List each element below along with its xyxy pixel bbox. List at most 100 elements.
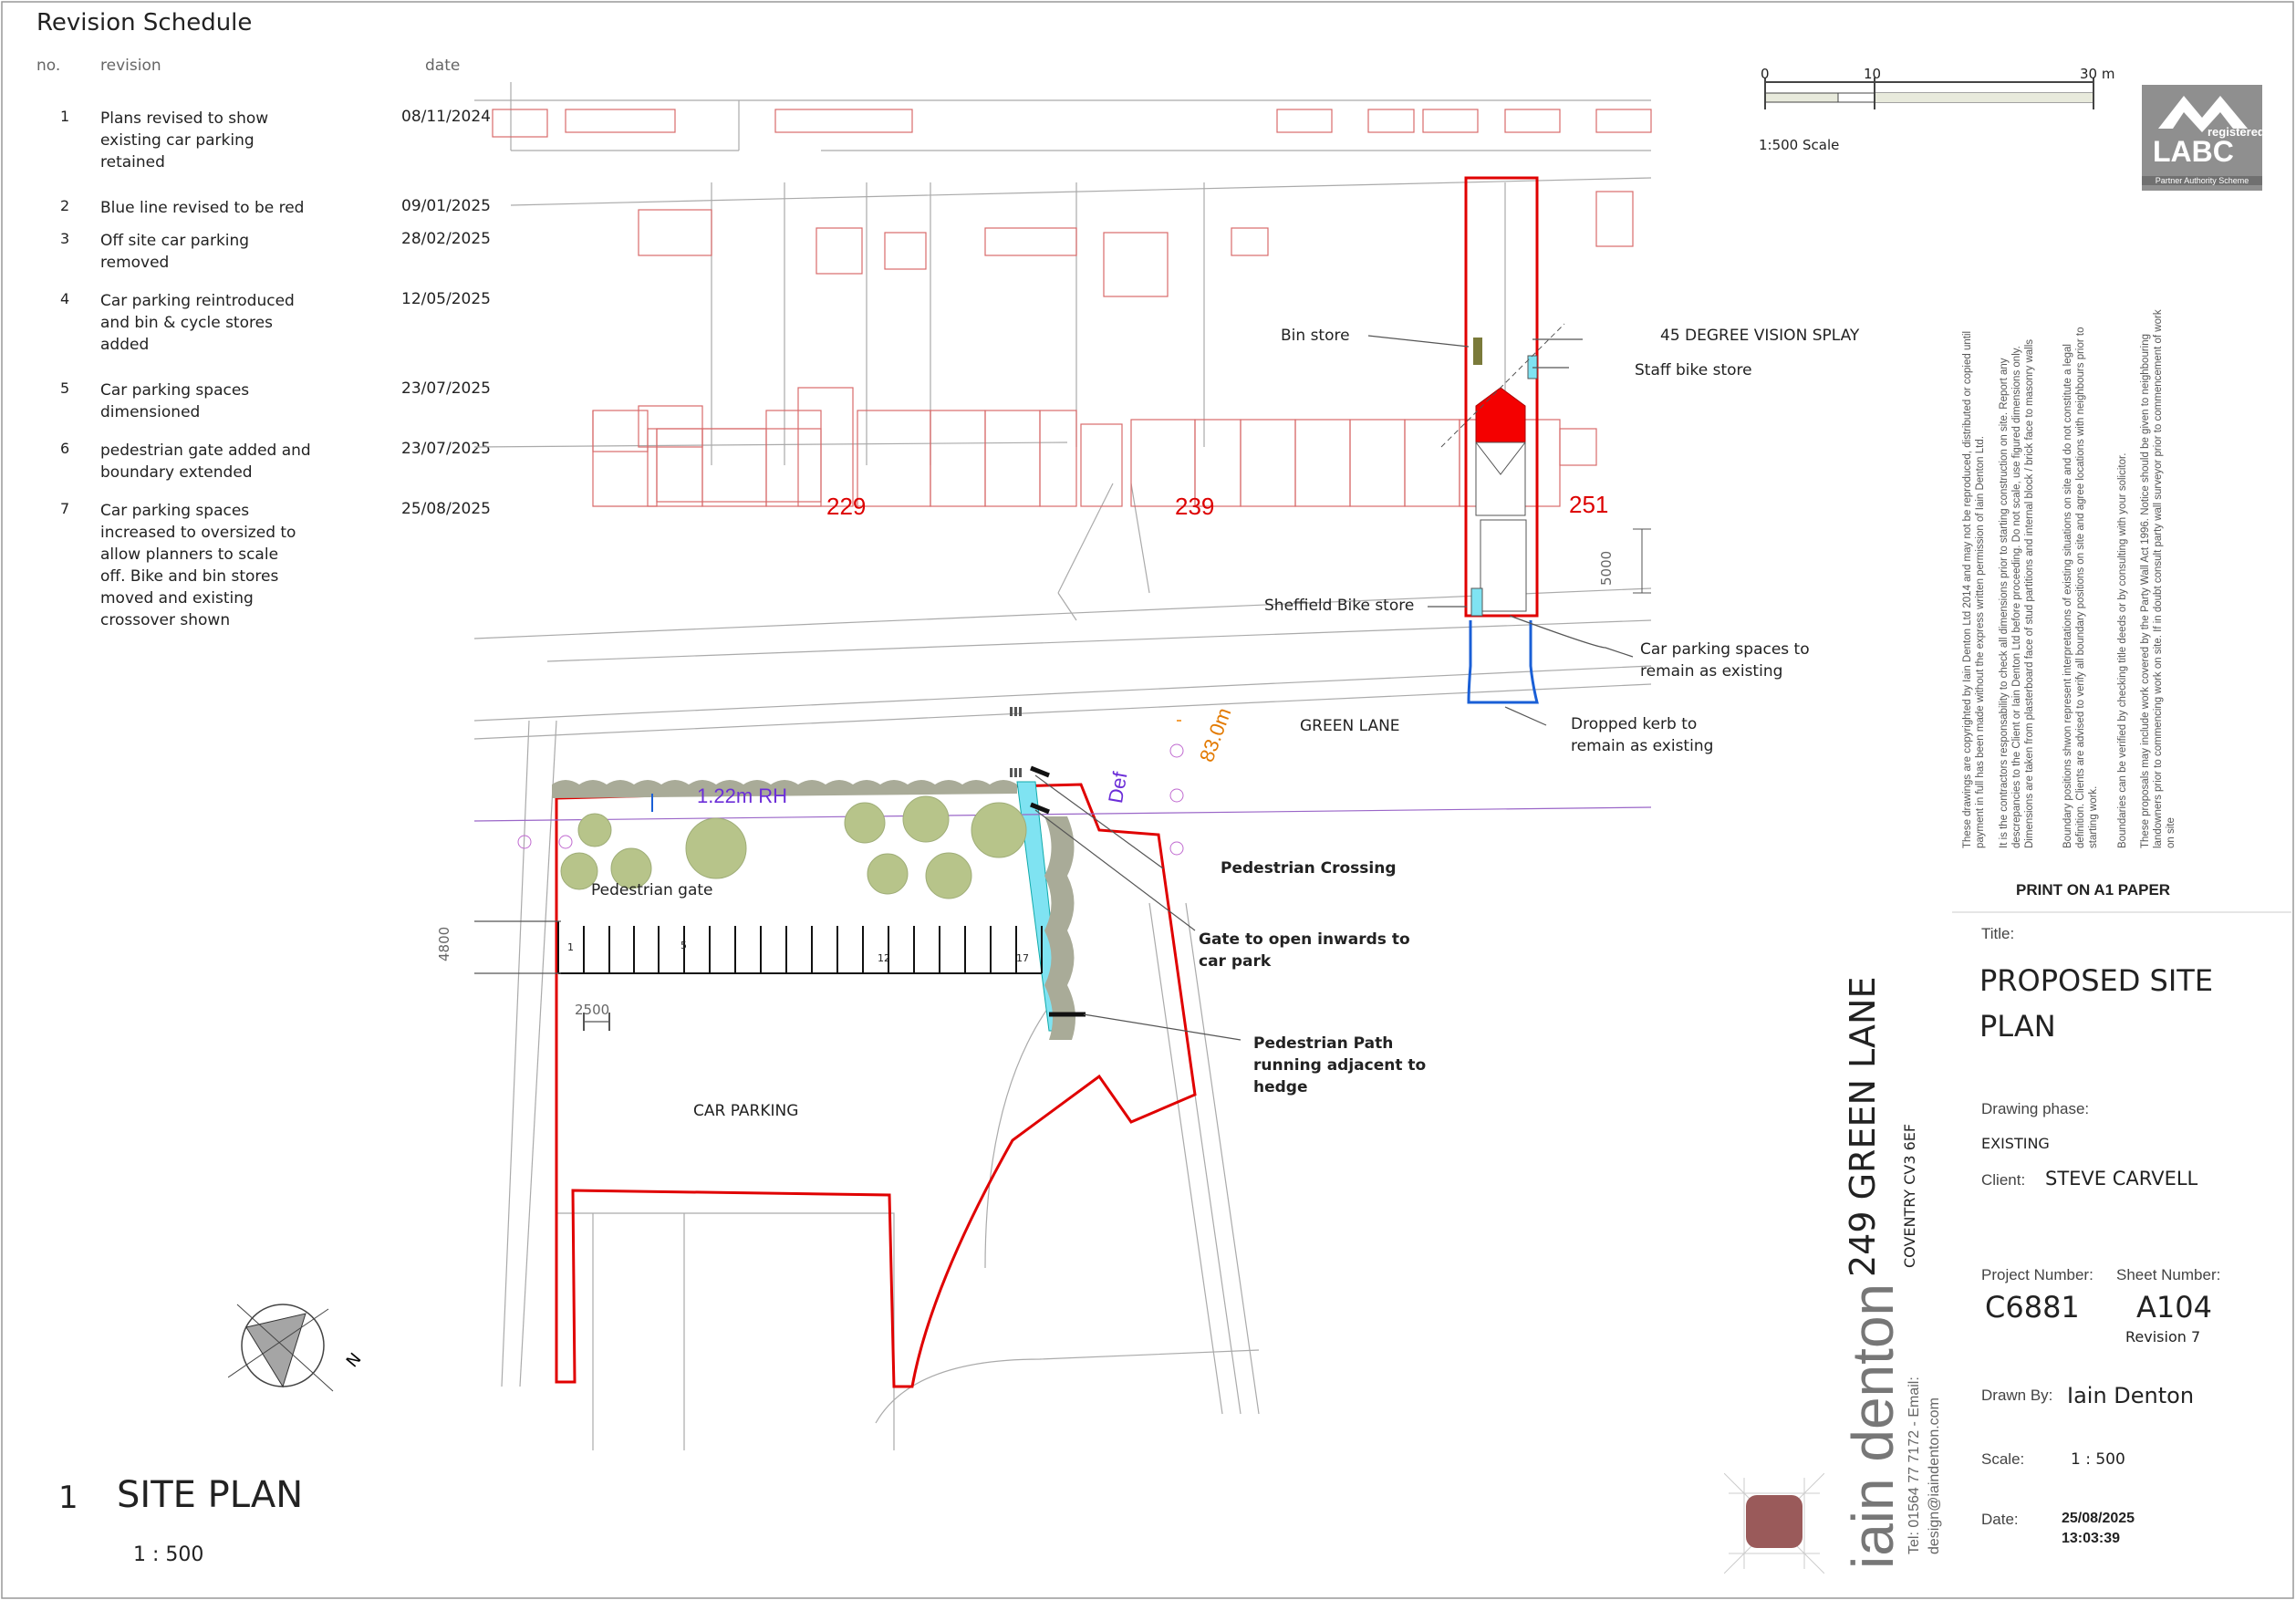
drawing-title: SITE PLAN <box>117 1474 304 1516</box>
parking-bays <box>557 921 1043 974</box>
rev-no: 6 <box>60 440 70 457</box>
scale-tick-0: 0 <box>1761 66 1770 82</box>
project-number: C6881 <box>1985 1290 2080 1325</box>
crossing-marker <box>1010 707 1022 777</box>
title-label: Title: <box>1981 925 2015 942</box>
dropped-kerb-label: Dropped kerb to remain as existing <box>1571 715 1714 755</box>
pedestrian-path-label: Pedestrian Path running adjacent to hedg… <box>1253 1034 1427 1096</box>
pedestrian-crossing-label: Pedestrian Crossing <box>1221 859 1397 878</box>
revision-schedule-title: Revision Schedule <box>36 9 253 36</box>
rev-date: 12/05/2025 <box>401 290 491 308</box>
street-name: GREEN LANE <box>1300 717 1400 735</box>
disclaimer-title-deeds: Boundaries can be verified by checking t… <box>2117 452 2128 848</box>
disclaimer-party-wall: These proposals may include work covered… <box>2140 309 2177 848</box>
scale-tick-10: 10 <box>1864 66 1882 82</box>
rev-text: Off site car parking removed <box>100 232 250 272</box>
rev-no: 2 <box>60 197 70 214</box>
rev-text: Plans revised to show existing car parki… <box>100 109 269 171</box>
dim-2500: 2500 <box>575 1002 610 1018</box>
site-plan-drawing <box>474 82 1652 1450</box>
labc-sub: Partner Authority Scheme <box>2142 176 2262 185</box>
rev-text: Car parking spaces increased to oversize… <box>100 502 296 629</box>
car-parking-label: CAR PARKING <box>693 1102 799 1120</box>
rev-header-revision: revision <box>100 57 161 75</box>
trees <box>560 795 1027 899</box>
pedestrian-gate-label: Pedestrian gate <box>591 881 713 899</box>
rev-header-no: no. <box>36 57 61 75</box>
scale-value: 1 : 500 <box>2071 1450 2125 1469</box>
sheffield-bike-label: Sheffield Bike store <box>1264 597 1415 615</box>
house-number-239: 239 <box>1175 493 1215 520</box>
dim-5000: 5000 <box>1598 550 1615 586</box>
drawing-number: 1 <box>58 1480 78 1516</box>
rev-text: pedestrian gate added and boundary exten… <box>100 442 311 482</box>
rev-date: 25/08/2025 <box>401 500 491 518</box>
bay-number: 12 <box>878 952 890 964</box>
street-linework <box>474 82 1652 1450</box>
scale-bar-label: 1:500 Scale <box>1759 137 1840 153</box>
disclaimer-dimensions: It is the contractors responsability to … <box>1999 338 2035 848</box>
phase-label: Drawing phase: <box>1981 1100 2090 1117</box>
north-arrow-icon: N <box>228 1304 366 1392</box>
project-label: Project Number: <box>1981 1266 2093 1283</box>
disclaimer-boundary: Boundary positions shwon represent inter… <box>2062 327 2099 849</box>
time-value: 13:03:39 <box>2062 1531 2121 1546</box>
bay-number: 1 <box>567 941 574 953</box>
rev-header-date: date <box>425 57 461 75</box>
site-address-sub: COVENTRY CV3 6EF <box>1901 1123 1918 1268</box>
bay-number: 17 <box>1016 952 1029 964</box>
drawn-label: Drawn By: <box>1981 1387 2053 1404</box>
gate-inwards-label: Gate to open inwards to car park <box>1199 930 1410 971</box>
vision-splay-label: 45 DEGREE VISION SPLAY <box>1660 327 1860 345</box>
client-value: STEVE CARVELL <box>2045 1168 2198 1190</box>
rev-no: 4 <box>60 290 70 307</box>
contact-email: design@iaindenton.com <box>1927 1397 1942 1554</box>
sheet-number: A104 <box>2136 1290 2212 1325</box>
drawn-value: Iain Denton <box>2067 1383 2195 1408</box>
bin-store-label: Bin store <box>1281 327 1350 345</box>
labc-main: LABC <box>2153 135 2234 168</box>
subject-house-boundary <box>1440 176 1651 704</box>
house-number-229: 229 <box>826 493 867 520</box>
revision-number: Revision 7 <box>2125 1328 2201 1345</box>
rev-no: 3 <box>60 230 70 247</box>
scale-label: Scale: <box>1981 1450 2025 1468</box>
rev-date: 23/07/2025 <box>401 440 491 458</box>
leader-lines <box>1034 335 1634 1041</box>
company-logo-icon <box>1724 1473 1824 1574</box>
date-value: 25/08/2025 <box>2062 1511 2135 1526</box>
rev-text: Car parking reintroduced and bin & cycle… <box>100 292 295 354</box>
rev-date: 23/07/2025 <box>401 379 491 398</box>
rev-date: 09/01/2025 <box>401 197 491 215</box>
site-address: 249 GREEN LANE <box>1843 976 1883 1277</box>
svg-text:N: N <box>343 1349 366 1371</box>
drawing-scale: 1 : 500 <box>133 1543 204 1566</box>
scale-tick-30: 30 m <box>2080 66 2115 82</box>
disclaimer-copyright: These drawings are copyrighted by Iain D… <box>1962 330 1986 848</box>
dimension-lines <box>474 920 610 1031</box>
date-label: Date: <box>1981 1511 2019 1528</box>
client-label: Client: <box>1981 1171 2026 1189</box>
bay-number: 5 <box>680 940 687 951</box>
scale-bar <box>1764 78 2094 109</box>
car-parking-remain-label: Car parking spaces to remain as existing <box>1640 640 1810 681</box>
house-number-251: 251 <box>1569 491 1609 518</box>
car-park-boundary <box>474 707 1652 1388</box>
print-note: PRINT ON A1 PAPER <box>2016 881 2171 899</box>
hedge-height-label: 1.22m RH <box>697 784 788 807</box>
rev-text: Car parking spaces dimensioned <box>100 381 250 421</box>
staff-bike-label: Staff bike store <box>1635 361 1752 379</box>
rev-no: 5 <box>60 379 70 397</box>
labc-logo: registered LABC Partner Authority Scheme <box>2142 85 2265 191</box>
dim-4800: 4800 <box>436 926 452 961</box>
house-plots <box>492 109 1652 507</box>
contact-tel: Tel: 01564 77 7172 - Email: <box>1906 1377 1922 1554</box>
rev-no: 7 <box>60 500 70 517</box>
phase-value: EXISTING <box>1981 1135 2050 1152</box>
company-name: iain denton <box>1840 1283 1906 1569</box>
labc-registered: registered <box>2208 125 2265 139</box>
rev-date: 28/02/2025 <box>401 230 491 248</box>
labc-roof-icon <box>2158 96 2248 132</box>
